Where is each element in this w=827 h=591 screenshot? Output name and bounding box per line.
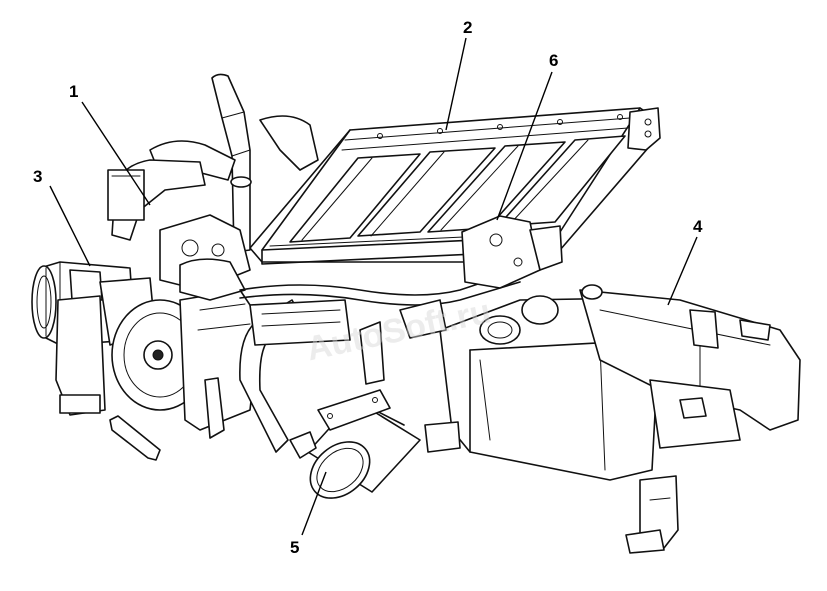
leader-6 — [496, 71, 553, 221]
leader-1 — [81, 101, 151, 206]
piping — [204, 269, 521, 439]
leader-5 — [301, 471, 327, 536]
leader-3 — [49, 185, 91, 267]
callout-labels: 1 2 3 4 5 6 — [33, 18, 703, 557]
fuel-tank-assembly — [399, 284, 801, 554]
radiator-assembly — [249, 107, 661, 265]
expansion-tank — [461, 215, 563, 289]
callout-leaders — [49, 37, 698, 536]
leader-2 — [445, 37, 467, 131]
callout-3: 3 — [33, 167, 42, 186]
callout-5: 5 — [290, 538, 299, 557]
callout-2: 2 — [463, 18, 472, 37]
callout-6: 6 — [549, 51, 558, 70]
callout-1: 1 — [69, 82, 78, 101]
leader-4 — [667, 236, 698, 306]
engine-block — [111, 214, 261, 431]
callout-4: 4 — [693, 217, 703, 236]
